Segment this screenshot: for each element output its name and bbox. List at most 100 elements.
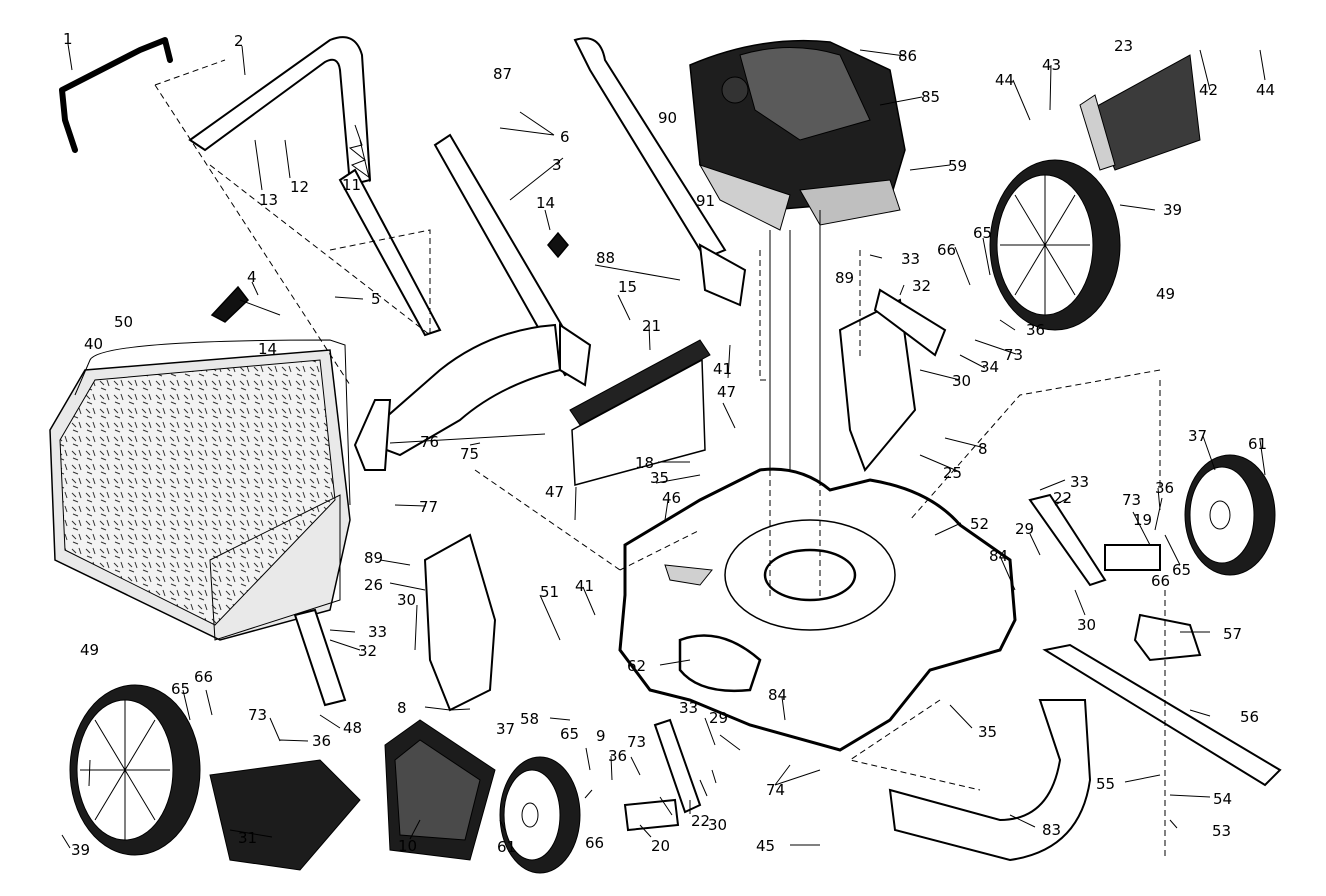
leader-lines — [61, 43, 1266, 849]
handle-knob — [210, 285, 281, 323]
label-91: 91 — [696, 192, 715, 210]
label-26: 26 — [364, 576, 383, 594]
label-9: 9 — [596, 727, 606, 745]
label-86: 86 — [898, 47, 917, 65]
engine — [689, 39, 906, 610]
label-48: 48 — [343, 719, 362, 737]
rear-wheel-left — [69, 684, 201, 856]
label-14-top: 14 — [536, 194, 555, 212]
label-36-front-right: 36 — [1155, 479, 1174, 497]
label-73-front-left: 73 — [627, 733, 646, 751]
label-15: 15 — [618, 278, 637, 296]
label-4: 4 — [247, 268, 257, 286]
upper-handle — [188, 36, 747, 387]
mulch-plug-31 — [209, 759, 361, 871]
label-77: 77 — [419, 498, 438, 516]
label-73-left: 73 — [248, 706, 267, 724]
label-84-right: 84 — [989, 547, 1008, 565]
label-89-right: 89 — [835, 269, 854, 287]
label-66-front-left: 66 — [585, 834, 604, 852]
label-51: 51 — [540, 583, 559, 601]
label-84-left: 84 — [768, 686, 787, 704]
label-61-left: 61 — [497, 838, 516, 856]
label-12: 12 — [290, 178, 309, 196]
label-41-bottom: 41 — [575, 577, 594, 595]
label-74: 74 — [766, 781, 785, 799]
label-76: 76 — [420, 433, 439, 451]
label-6: 6 — [560, 128, 570, 146]
label-37-left: 37 — [496, 720, 515, 738]
label-32-left: 32 — [358, 642, 377, 660]
label-30-left: 30 — [397, 591, 416, 609]
label-31: 31 — [238, 829, 257, 847]
label-47-top: 47 — [717, 383, 736, 401]
front-adjuster-right — [1028, 493, 1161, 587]
label-39-right: 39 — [1163, 201, 1182, 219]
assembly-guide-lines — [154, 59, 1166, 860]
label-65-left: 65 — [171, 680, 190, 698]
label-35-bottom: 35 — [978, 723, 997, 741]
side-chute-10 — [384, 719, 496, 861]
height-adjuster-left — [293, 533, 497, 712]
blade-adapter — [1133, 613, 1202, 662]
label-52: 52 — [970, 515, 989, 533]
label-66-left: 66 — [194, 668, 213, 686]
label-33-right: 33 — [901, 250, 920, 268]
label-23: 23 — [1114, 37, 1133, 55]
label-5: 5 — [371, 290, 381, 308]
rear-wheel-right — [989, 159, 1121, 331]
label-21: 21 — [642, 317, 661, 335]
mower-deck — [618, 467, 1017, 752]
label-83: 83 — [1042, 821, 1061, 839]
label-39-left: 39 — [71, 841, 90, 859]
label-66-front-right: 66 — [1151, 572, 1170, 590]
label-36-right: 36 — [1026, 321, 1045, 339]
label-65-right: 65 — [973, 224, 992, 242]
label-73-front-right: 73 — [1122, 491, 1141, 509]
label-57: 57 — [1223, 625, 1242, 643]
label-36-front-left: 36 — [608, 747, 627, 765]
label-54: 54 — [1213, 790, 1232, 808]
bail-wire — [59, 37, 173, 153]
discharge-chute — [353, 323, 562, 471]
label-61-right: 61 — [1248, 435, 1267, 453]
label-29-right: 29 — [1015, 520, 1034, 538]
label-22-left: 22 — [691, 812, 710, 830]
label-2: 2 — [234, 32, 244, 50]
blade — [1042, 643, 1282, 787]
front-wheel-right — [1184, 454, 1276, 576]
label-50: 50 — [114, 313, 133, 331]
label-30-front-left: 30 — [708, 816, 727, 834]
label-90: 90 — [658, 109, 677, 127]
label-49-right: 49 — [1156, 285, 1175, 303]
label-45: 45 — [756, 837, 775, 855]
label-34: 34 — [980, 358, 999, 376]
label-44-left: 44 — [995, 71, 1014, 89]
label-35-top: 35 — [650, 469, 669, 487]
label-33-left: 33 — [368, 623, 387, 641]
label-58: 58 — [520, 710, 539, 728]
label-42: 42 — [1199, 81, 1218, 99]
label-22-right: 22 — [1053, 489, 1072, 507]
label-20: 20 — [651, 837, 670, 855]
label-11: 11 — [342, 176, 361, 194]
label-40: 40 — [84, 335, 103, 353]
label-59: 59 — [948, 157, 967, 175]
rear-flap — [1079, 54, 1201, 171]
label-65-front-right: 65 — [1172, 561, 1191, 579]
baffle-83 — [888, 699, 1092, 862]
label-37-right: 37 — [1188, 427, 1207, 445]
label-8-left: 8 — [397, 699, 407, 717]
front-wheel-left — [499, 756, 581, 874]
label-25: 25 — [943, 464, 962, 482]
label-36-left: 36 — [312, 732, 331, 750]
label-49-left: 49 — [80, 641, 99, 659]
label-55: 55 — [1096, 775, 1115, 793]
label-19: 19 — [1133, 511, 1152, 529]
label-47-left: 47 — [545, 483, 564, 501]
label-87: 87 — [493, 65, 512, 83]
label-8-right: 8 — [978, 440, 988, 458]
label-32-right: 32 — [912, 277, 931, 295]
rear-guard — [569, 339, 711, 486]
